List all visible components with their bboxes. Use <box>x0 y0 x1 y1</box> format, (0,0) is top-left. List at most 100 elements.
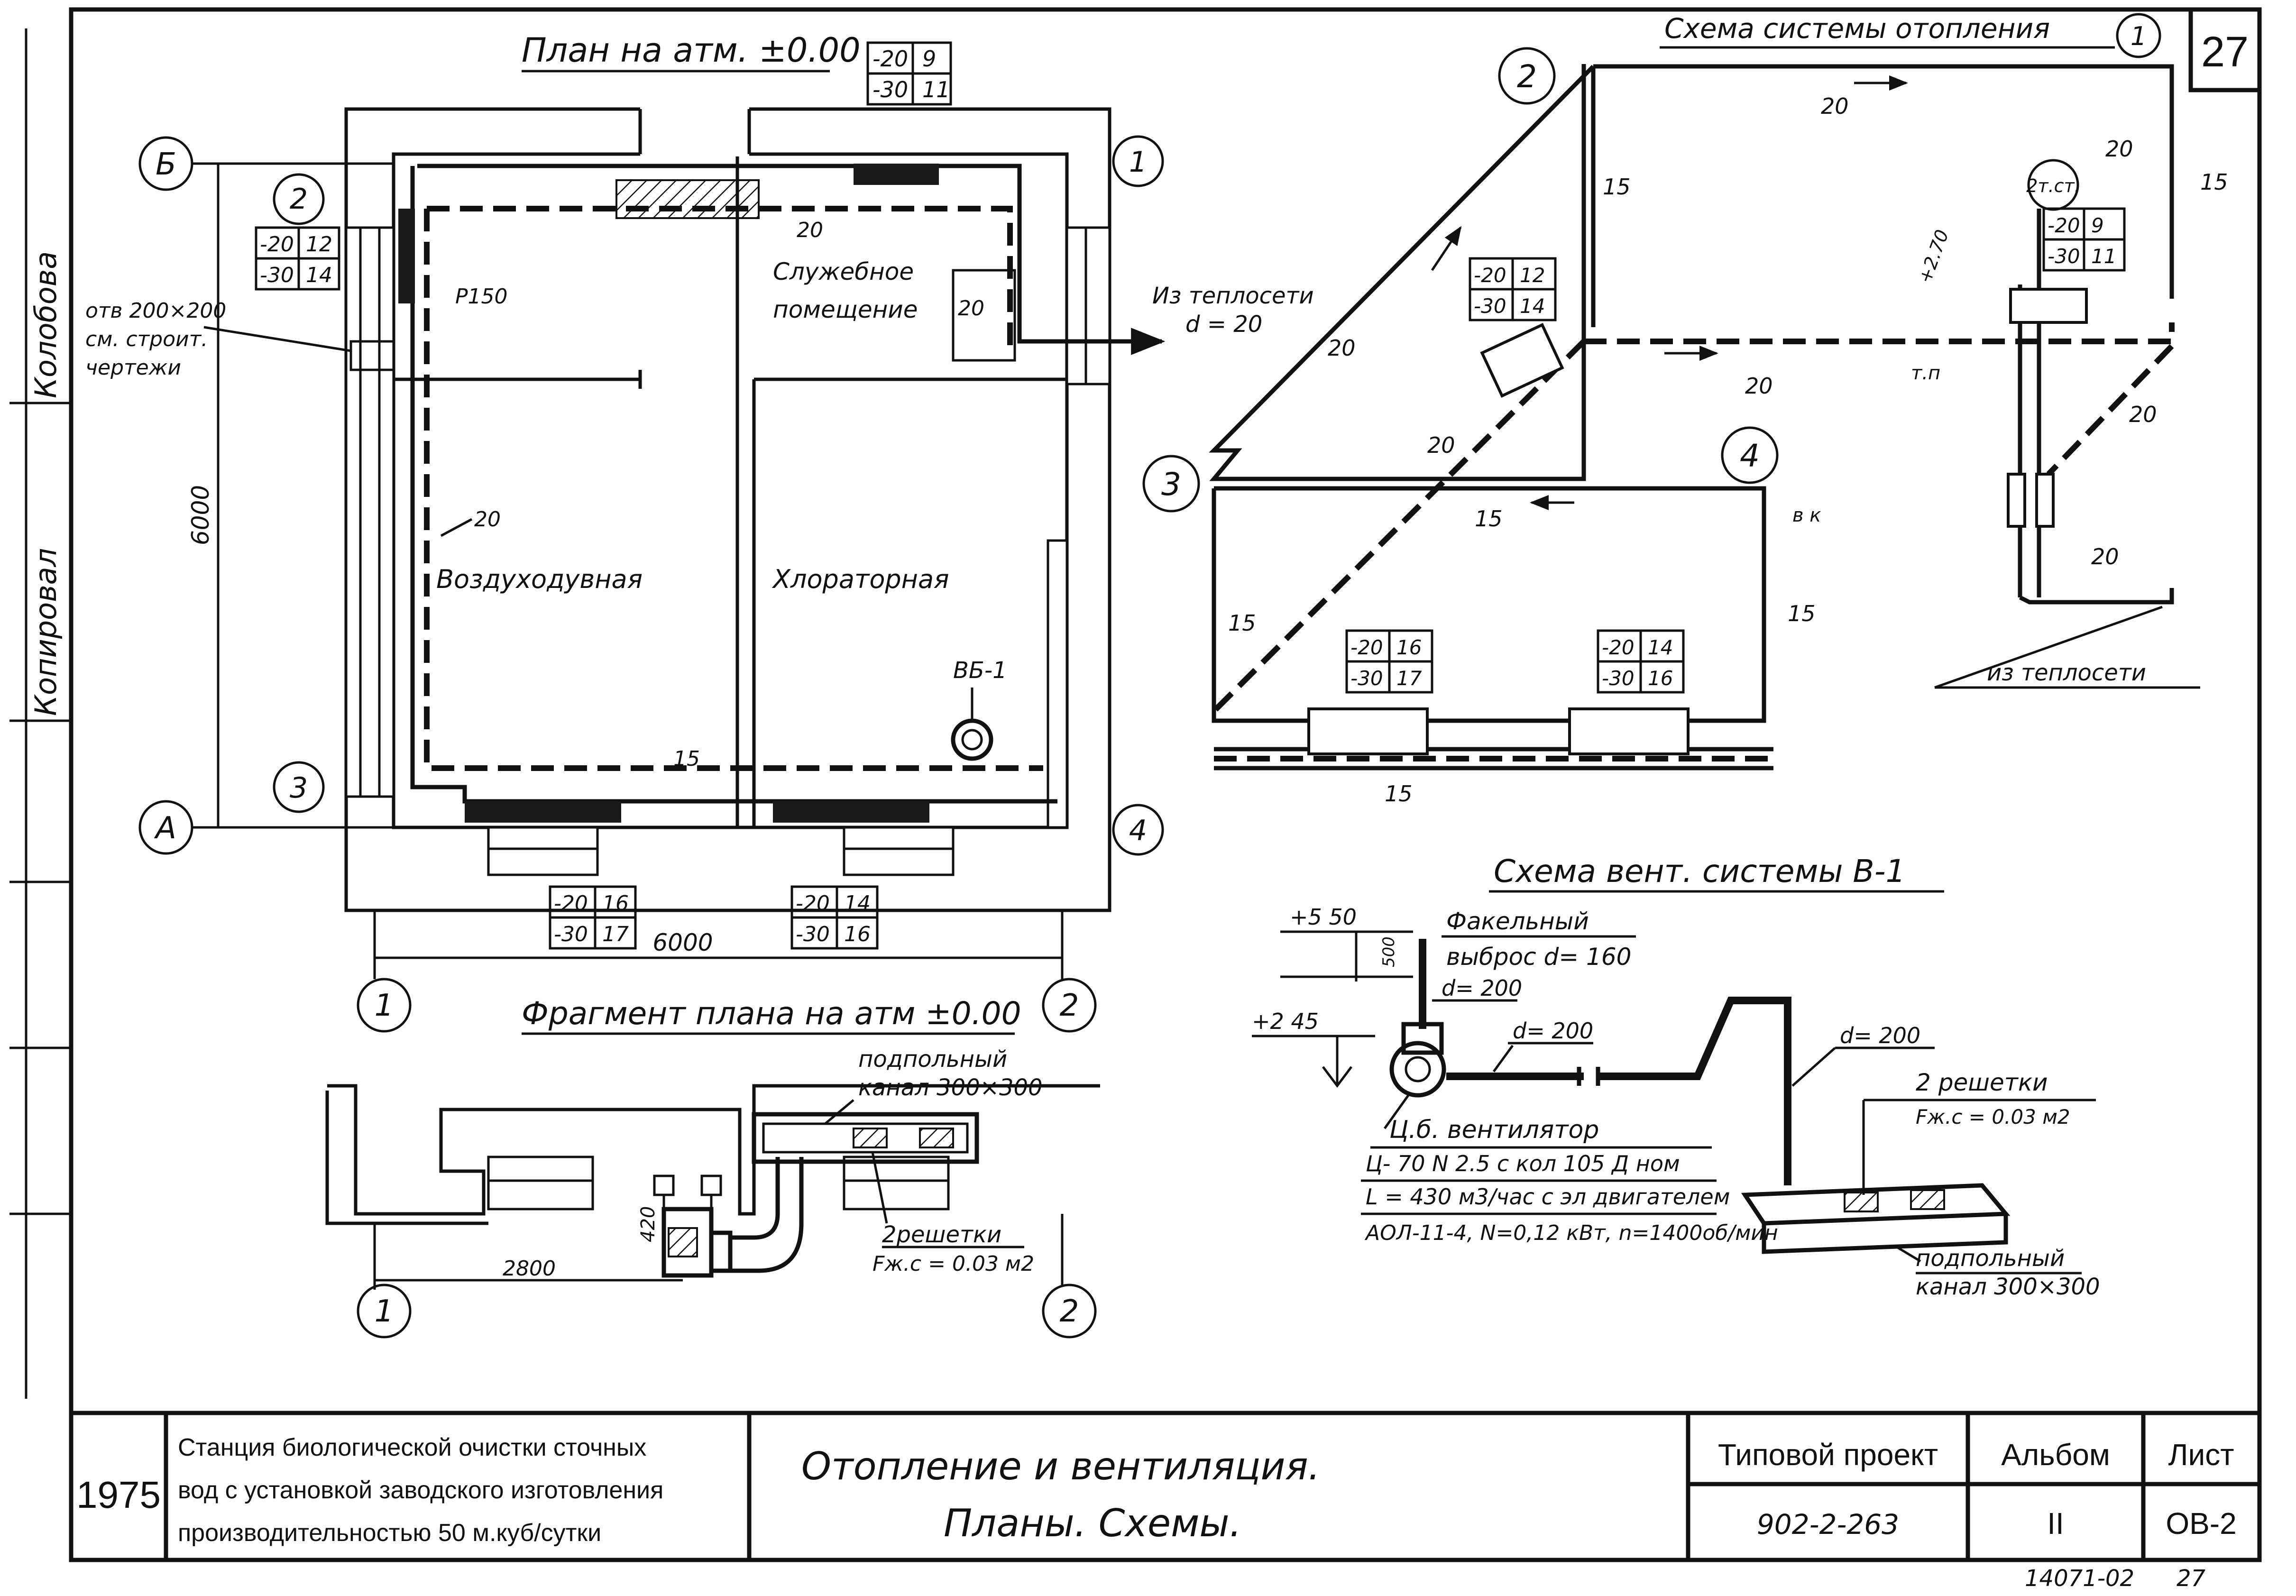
plan-pipe-15: 15 <box>673 747 700 771</box>
svg-text:канал 300×300: канал 300×300 <box>1916 1274 2100 1300</box>
heating-radiator-right <box>2009 288 2088 324</box>
side-stamp: Копировал Колобова <box>9 28 71 1399</box>
heating-radiator-br <box>1568 707 1690 755</box>
heating-title: Схема системы отопления <box>1664 12 2050 45</box>
heating-d20-top: 20 <box>1821 93 1849 119</box>
heating-node-3: 3 <box>1142 455 1200 513</box>
vent-fan-spec: Ц.б. вентилятор Ц- 70 N 2.5 с кол 105 Д … <box>1361 1094 1778 1245</box>
svg-text:выброс d= 160: выброс d= 160 <box>1446 943 1631 971</box>
plan-title: План на атм. ±0.00 <box>522 31 861 70</box>
vent-torch-note: Факельный выброс d= 160 <box>1442 908 1636 971</box>
svg-text:-20: -20 <box>796 891 830 916</box>
svg-text:-30: -30 <box>2048 245 2080 268</box>
heating-d20-diag: 20 <box>1328 335 1356 361</box>
fragment-axis-2: 2 <box>1042 1214 1097 1339</box>
svg-text:500: 500 <box>1379 936 1398 967</box>
plan-temp-table-bottom-left: -20 16 -30 17 <box>549 885 637 950</box>
svg-text:2: 2 <box>290 183 308 216</box>
svg-text:9: 9 <box>2091 214 2104 237</box>
svg-text:-30: -30 <box>554 922 588 946</box>
floor-plan: План на атм. ±0.00 -20 9 -30 11 <box>85 31 1314 1033</box>
vent-scheme: Схема вент. системы В-1 +5 50 500 +2 45 <box>1252 853 2100 1300</box>
svg-text:-30: -30 <box>260 263 294 287</box>
title-desc-3: производительностью 50 м.куб/сутки <box>178 1519 601 1547</box>
svg-text:2: 2 <box>1517 58 1537 95</box>
plan-axis-1: 1 <box>357 910 412 1033</box>
sheet-number: 27 <box>2201 28 2249 76</box>
plan-tt-b: 9 <box>922 46 936 72</box>
heating-radiator-bl <box>1307 707 1429 755</box>
heating-title-circle <box>2116 13 2161 58</box>
svg-text:16: 16 <box>844 922 871 946</box>
fragment-dim-2800: 2800 <box>503 1257 556 1281</box>
title-desc-2: вод с установкой заводского изготовления <box>178 1477 663 1504</box>
svg-text:Б: Б <box>156 147 176 182</box>
plan-walls <box>344 107 1111 912</box>
fragment-channel-note: подпольный канал 300×300 <box>824 1046 1043 1125</box>
vent-fan-icon <box>1389 1022 1446 1098</box>
svg-text:из теплосети: из теплосети <box>1987 660 2146 686</box>
svg-text:3: 3 <box>290 771 308 805</box>
svg-text:2 решетки: 2 решетки <box>1916 1069 2048 1096</box>
plan-axis-2: 2 <box>1042 910 1097 1033</box>
svg-text:ВБ-1: ВБ-1 <box>953 657 1007 684</box>
svg-text:+5 50: +5 50 <box>1290 904 1357 930</box>
svg-text:Факельный: Факельный <box>1446 908 1589 935</box>
title-album-label: Альбом <box>2001 1438 2110 1472</box>
plan-from-net: Из теплосети d = 20 <box>1152 283 1314 338</box>
svg-text:-20: -20 <box>1602 636 1635 659</box>
svg-text:-30: -30 <box>796 922 830 946</box>
footer-archive: 14071-02 <box>2025 1565 2134 1592</box>
plan-room-chlor: Хлораторная <box>771 564 949 594</box>
plan-riser-1: 1 <box>1112 135 1164 187</box>
vent-grille-note: 2 решетки Fж.с = 0.03 м2 <box>1862 1069 2096 1195</box>
title-project-label: Типовой проект <box>1718 1438 1938 1472</box>
title-block <box>164 1413 2259 1560</box>
plan-riser-2: 2 <box>273 173 325 225</box>
svg-text:14: 14 <box>1520 294 1545 318</box>
plan-heating-pipes <box>398 164 1166 823</box>
svg-text:чертежи: чертежи <box>85 356 181 380</box>
plan-riser-label: Р150 <box>455 284 508 309</box>
title-year: 1975 <box>76 1474 161 1516</box>
plan-temp-table-left: -20 12 -30 14 <box>255 226 340 291</box>
vent-channel-box <box>1741 1183 2011 1254</box>
vent-d200c: d= 200 <box>1840 1023 1920 1048</box>
svg-text:1: 1 <box>375 988 394 1023</box>
svg-text:канал 300×300: канал 300×300 <box>858 1074 1043 1101</box>
title-desc-1: Станция биологической очистки сточных <box>178 1434 646 1461</box>
svg-text:d = 20: d = 20 <box>1185 311 1262 338</box>
plan-opening-note: отв 200×200 см. строит. чертежи <box>85 299 395 380</box>
svg-text:16: 16 <box>602 891 629 916</box>
heating-label-vk: в к <box>1792 504 1821 526</box>
svg-text:6000: 6000 <box>652 929 713 956</box>
footer-page: 27 <box>2177 1565 2206 1592</box>
svg-text:-30: -30 <box>1474 294 1506 318</box>
heating-d20-return: 20 <box>1745 373 1773 399</box>
plan-radiator-top-right <box>854 164 939 185</box>
side-stamp-text: Колобова <box>28 251 63 398</box>
plan-radiator-left <box>398 209 415 303</box>
plan-temp-table-top: -20 9 -30 11 <box>866 41 952 106</box>
heating-d15-bottom: 15 <box>1385 781 1413 807</box>
heating-d15-bottom-top: 15 <box>1475 506 1503 532</box>
plan-riser-3: 3 <box>273 761 325 813</box>
plan-tt-a: -20 <box>872 46 908 72</box>
svg-text:17: 17 <box>1396 667 1422 690</box>
svg-text:16: 16 <box>1396 636 1422 659</box>
svg-text:4: 4 <box>1740 438 1760 474</box>
svg-text:Ц.б. вентилятор: Ц.б. вентилятор <box>1389 1116 1599 1144</box>
heating-node-2: 2 <box>1498 47 1556 105</box>
svg-text:см. строит.: см. строит. <box>85 327 208 351</box>
svg-text:2т.ст.: 2т.ст. <box>2026 175 2080 196</box>
svg-text:14: 14 <box>1648 636 1673 659</box>
heating-node-4: 4 <box>1721 426 1779 484</box>
fragment-title: Фрагмент плана на атм ±0.00 <box>522 995 1021 1032</box>
plan-axis-a: А <box>138 800 394 855</box>
fragment-plan: Фрагмент плана на атм ±0.00 420 подпольн… <box>325 995 1100 1339</box>
vent-d200b: d= 200 <box>1513 1018 1593 1044</box>
title-sheet-2: Планы. Схемы. <box>944 1501 1241 1545</box>
plan-pipe-20-right: 20 <box>958 296 984 321</box>
plan-room-air: Воздуходувная <box>436 564 643 594</box>
heating-d20-return-right: 20 <box>2129 402 2157 427</box>
